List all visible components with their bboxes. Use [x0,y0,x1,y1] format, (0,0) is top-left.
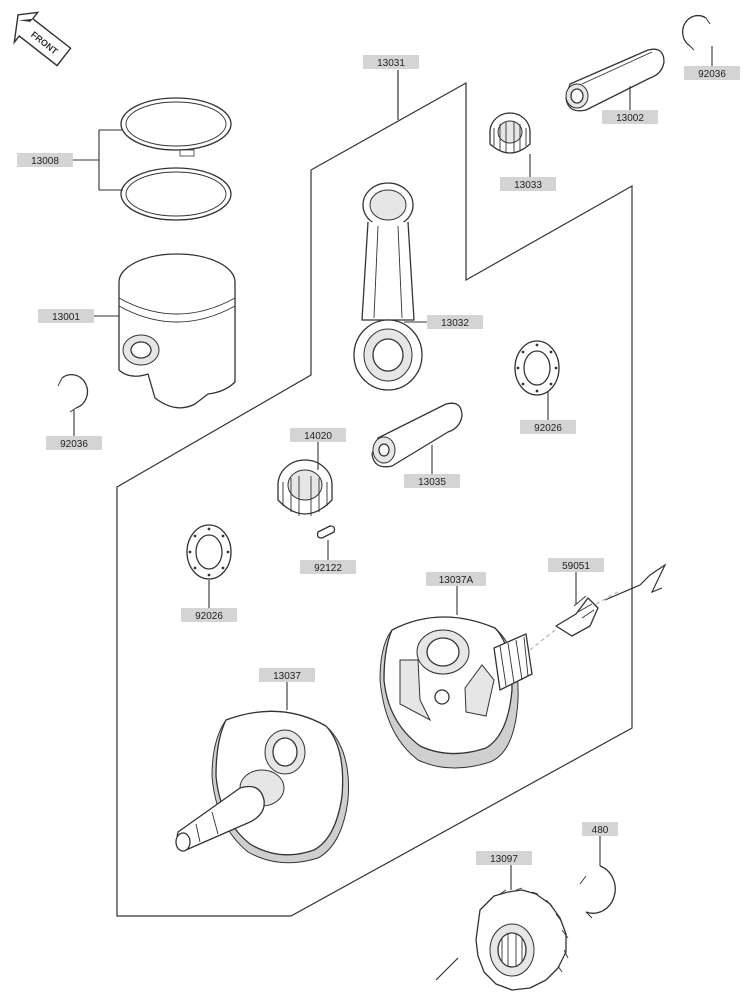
part-number: 13001 [52,312,80,323]
part-number: 13035 [418,477,446,488]
dowel-pin [316,525,336,539]
piston-pin [565,48,665,112]
part-label[interactable]: 92036 [684,66,740,80]
thrust-washer-right [514,340,560,396]
part-number: 13031 [377,58,405,69]
needle-bearing-small-end [489,112,531,154]
part-label[interactable]: 480 [582,822,618,836]
part-label[interactable]: 13037A [426,572,486,586]
part-label[interactable]: 59051 [548,558,604,572]
front-arrow-icon: FRONT [13,11,72,67]
part-label[interactable]: 13033 [500,177,556,191]
snap-ring [579,865,616,919]
part-number: 13097 [490,854,518,865]
part-number: 92036 [60,439,88,450]
part-label[interactable]: 13032 [427,315,483,329]
part-number: 13008 [31,156,59,167]
part-number: 92026 [195,611,223,622]
part-label[interactable]: 13037 [259,668,315,682]
part-label[interactable]: 92026 [520,420,576,434]
part-label[interactable]: 92122 [300,560,356,574]
assembly-frame [116,70,667,981]
piston [118,253,236,409]
part-number: 13037A [439,575,474,586]
part-label[interactable]: 13001 [38,309,94,323]
part-label[interactable]: 14020 [290,428,346,442]
part-number: 13033 [514,180,542,191]
thrust-washer-left [186,524,232,580]
piston-rings [120,97,232,221]
crank-pin [371,402,463,468]
crankshaft-left [175,710,349,864]
part-number: 13037 [273,671,301,682]
part-label[interactable]: 13097 [476,851,532,865]
circlip-left [57,374,89,413]
part-number: 13032 [441,318,469,329]
part-number: 92122 [314,563,342,574]
crankshaft-gear [475,887,569,991]
part-label[interactable]: 92026 [181,608,237,622]
connecting-rod [353,182,423,391]
part-label[interactable]: 13002 [602,110,658,124]
part-label[interactable]: 13035 [404,474,460,488]
part-number: 92026 [534,423,562,434]
part-label[interactable]: 13008 [17,153,73,167]
part-label[interactable]: 13031 [363,55,419,69]
part-number: 59051 [562,561,590,572]
part-number: 13002 [616,113,644,124]
part-number: 14020 [304,431,332,442]
part-label[interactable]: 92036 [46,436,102,450]
part-number: 92036 [698,69,726,80]
crankshaft-right [379,591,619,769]
needle-bearing-big-end [277,459,333,516]
part-number: 480 [592,825,609,836]
circlip-right [681,14,711,51]
